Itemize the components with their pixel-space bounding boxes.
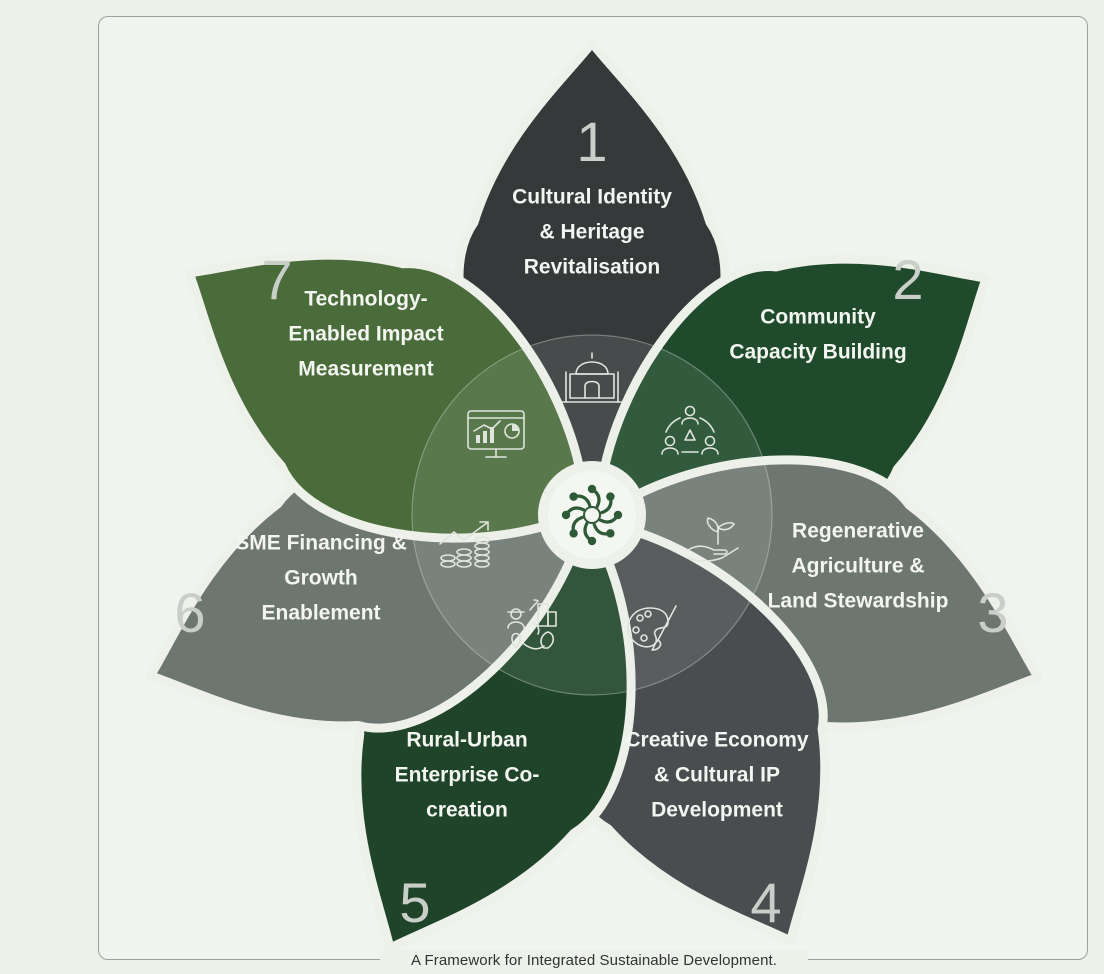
community-network-icon (661, 405, 719, 455)
petal-1-title-line: Cultural Identity (512, 186, 672, 209)
petal-3-number: 3 (977, 581, 1008, 644)
petal-5-title-line: Enterprise Co- (395, 764, 540, 787)
petal-4-title-line: Development (651, 799, 783, 822)
petal-1-title-line: Revitalisation (524, 256, 661, 279)
coins-growth-icon (439, 521, 490, 568)
petal-4-title: Creative Economy & Cultural IP Development (625, 729, 809, 822)
petal-6-number: 6 (174, 581, 205, 644)
petal-4-number: 4 (750, 871, 781, 934)
heritage-building-icon (561, 352, 623, 403)
petal-7-title-line: Technology- (304, 288, 427, 311)
center-hub (538, 461, 646, 569)
circular-network-logo-icon (561, 484, 623, 546)
petal-1-title-line: & Heritage (539, 221, 644, 244)
analytics-monitor-icon (467, 410, 525, 458)
petal-3-title-line: Regenerative (792, 520, 924, 543)
petal-4-title-line: Creative Economy (625, 729, 809, 752)
petal-6-title-line: SME Financing & (235, 532, 407, 555)
petal-1-title: Cultural Identity & HeritageRevitalisatio… (512, 186, 672, 279)
petal-7-number: 7 (261, 248, 292, 311)
petal-3-title-line: Agriculture & (791, 555, 924, 578)
petal-1-number: 1 (576, 110, 607, 173)
petal-6-title-line: Growth (284, 567, 358, 590)
petal-6-title-line: Enablement (261, 602, 380, 625)
petal-7-title-line: Measurement (298, 358, 433, 381)
petal-2-title-line: Capacity Building (729, 341, 906, 364)
farmer-city-exchange-icon (507, 599, 557, 650)
palette-brush-icon (627, 605, 677, 651)
petal-7-title-line: Enabled Impact (288, 323, 443, 346)
petal-2-number: 2 (892, 248, 923, 311)
petal-5-title-line: creation (426, 799, 508, 822)
seedling-hand-icon (687, 517, 739, 562)
petal-2-title-line: Community (760, 306, 876, 329)
petal-5-number: 5 (399, 871, 430, 934)
diagram-caption: A Framework for Integrated Sustainable D… (380, 950, 808, 972)
petal-3-title-line: Land Stewardship (768, 590, 949, 613)
petal-4-title-line: & Cultural IP (654, 764, 780, 787)
petal-7 (184, 250, 590, 543)
petal-5-title-line: Rural-Urban (406, 729, 527, 752)
